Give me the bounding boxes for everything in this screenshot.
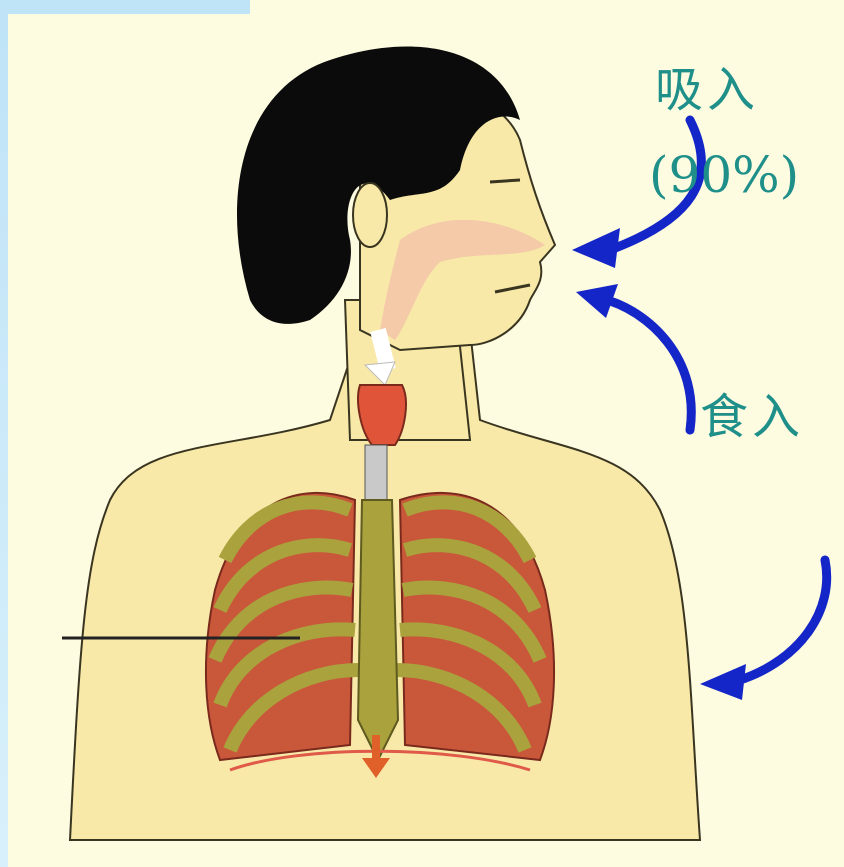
sternum bbox=[358, 500, 398, 760]
larynx bbox=[358, 385, 406, 445]
trachea bbox=[365, 445, 387, 500]
inhalation-label: 吸入 bbox=[655, 66, 759, 114]
inhalation-percent-label: (90%) bbox=[649, 150, 799, 200]
ear bbox=[353, 183, 387, 247]
skin-contact-arrow-icon bbox=[700, 560, 827, 700]
eye bbox=[490, 180, 520, 182]
ingestion-arrow-icon bbox=[576, 284, 691, 430]
ingestion-label: 食入 bbox=[700, 393, 804, 441]
